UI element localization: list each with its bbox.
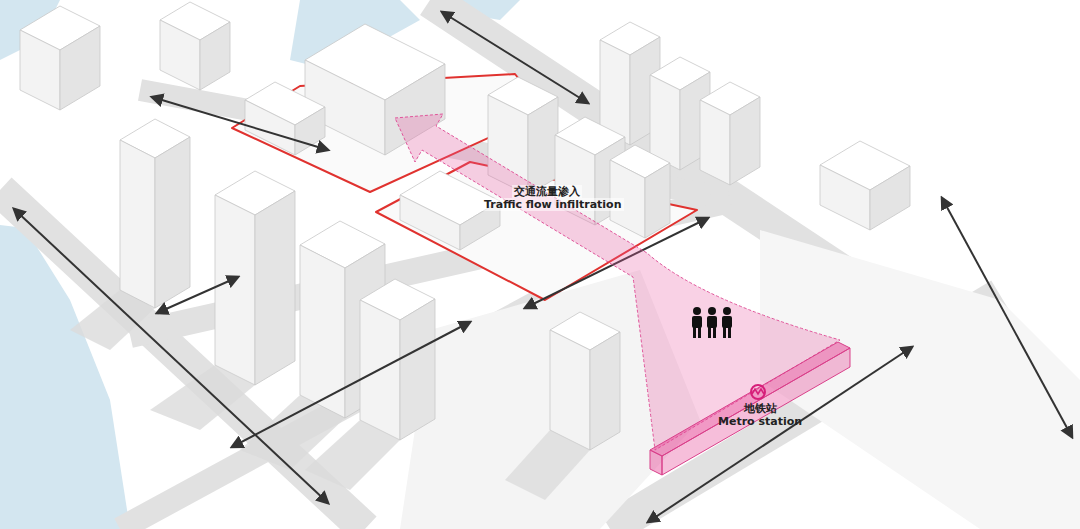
metro-band bbox=[650, 450, 662, 475]
metro-band bbox=[662, 348, 850, 475]
node-text: 地铁站 bbox=[718, 402, 802, 415]
metro-station-node: 地铁站Metro station bbox=[718, 402, 802, 428]
people-icon bbox=[692, 307, 732, 338]
flow-label: Traffic flow infiltration bbox=[482, 198, 624, 211]
metro-icon bbox=[751, 385, 765, 399]
flow-label: 交通流量渗入 bbox=[512, 185, 582, 198]
road-arrows bbox=[14, 12, 1072, 522]
node-text: Metro station bbox=[718, 415, 802, 428]
metro-band bbox=[650, 342, 850, 456]
